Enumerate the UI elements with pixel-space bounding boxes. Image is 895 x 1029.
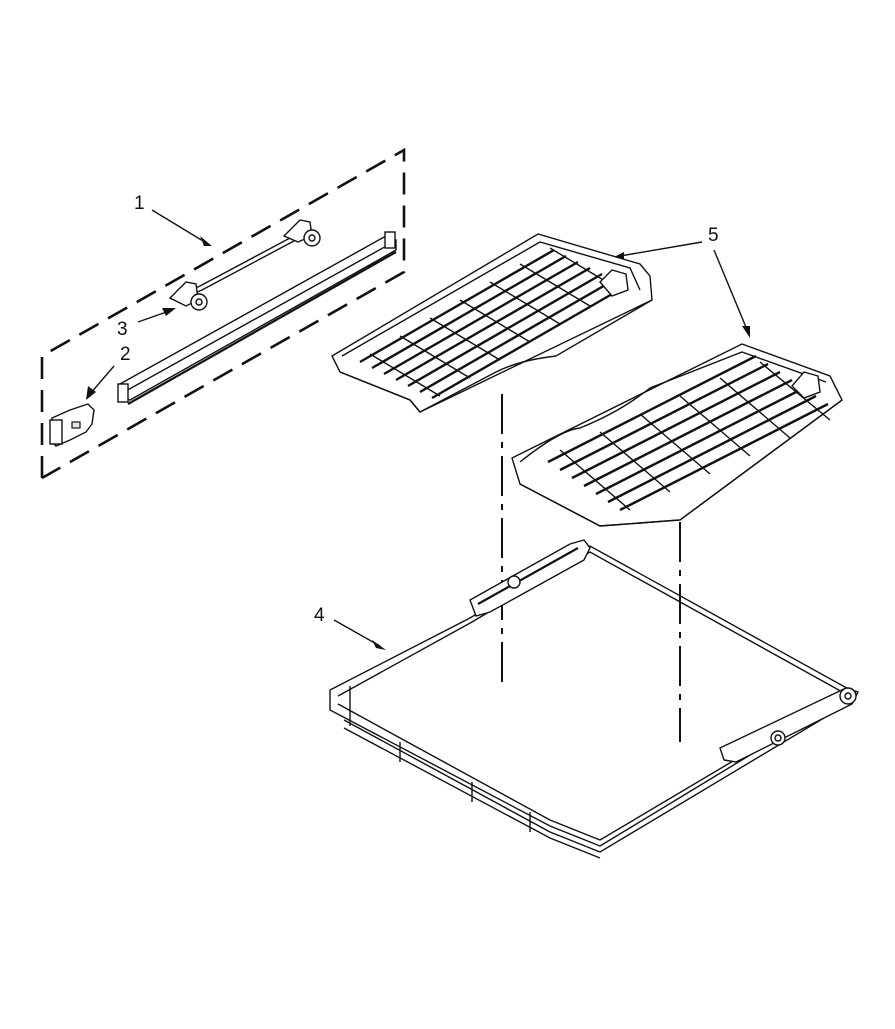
callout-5: 5 xyxy=(708,225,719,246)
callout-3: 3 xyxy=(117,319,128,340)
utensil-tray-upper xyxy=(331,233,653,413)
callout-1: 1 xyxy=(134,193,145,214)
callout-2: 2 xyxy=(120,344,131,365)
wheel-carriage-assembly xyxy=(168,219,321,311)
rack-frame xyxy=(329,539,859,859)
utensil-tray-lower xyxy=(511,343,843,527)
callout-4: 4 xyxy=(314,605,325,626)
end-cap xyxy=(49,403,95,447)
rail xyxy=(117,231,397,405)
assembly-centerlines xyxy=(501,394,681,742)
kit-boundary xyxy=(40,147,406,480)
